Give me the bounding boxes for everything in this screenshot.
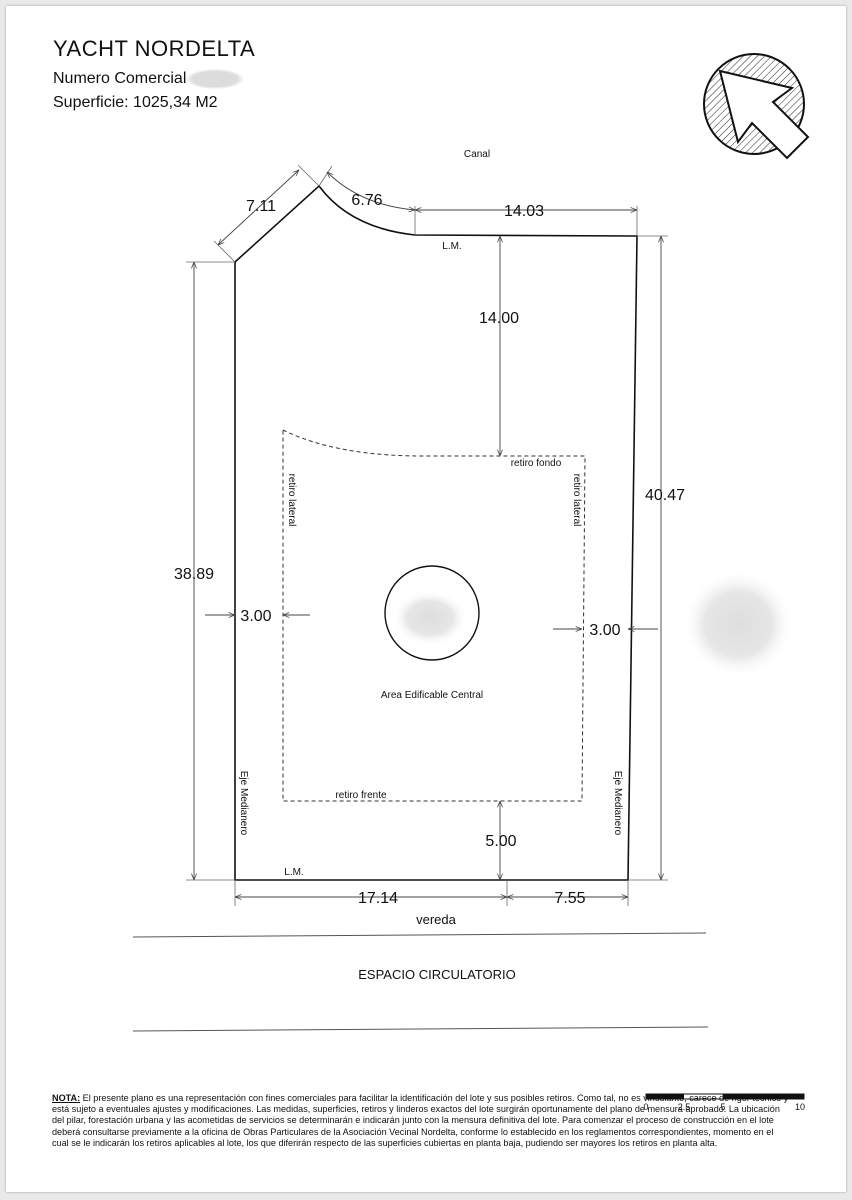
dim-right-side: 40.47 — [645, 487, 685, 504]
lot-boundary — [234, 184, 638, 881]
label-retiro-lateral-right: retiro lateral — [571, 474, 582, 527]
street-line-top — [132, 932, 707, 938]
note-label: NOTA: — [52, 1093, 81, 1103]
dim-left-side: 38.89 — [174, 566, 214, 583]
numero-comercial-label: Numero Comercial — [53, 70, 187, 88]
label-retiro-fondo: retiro fondo — [511, 458, 562, 469]
label-lm-top: L.M. — [442, 241, 461, 252]
buildable-area-boundary — [282, 429, 586, 802]
extension-lines — [186, 164, 668, 906]
lot-plan-drawing: 7.11 6.76 14.03 14.00 40.47 38.89 3.00 3… — [132, 53, 810, 1112]
label-eje-left: Eje Medianero — [238, 771, 249, 836]
dim-top-arc: 6.76 — [351, 192, 382, 209]
scale-tick-5: 5 — [720, 1102, 725, 1112]
dim-lateral-left: 3.00 — [240, 608, 271, 625]
redacted-right — [682, 570, 794, 678]
dim-top-right: 14.03 — [504, 203, 544, 220]
numero-comercial: Numero Comercial — [53, 69, 245, 89]
dim-bottom-left: 17.14 — [358, 890, 398, 907]
north-arrow-icon — [703, 53, 810, 160]
dimension-lines — [194, 170, 661, 897]
redacted-number — [186, 69, 245, 89]
label-retiro-lateral-left: retiro lateral — [286, 474, 297, 527]
label-eje-right: Eje Medianero — [612, 771, 623, 836]
note-text: El presente plano es una representación … — [52, 1093, 789, 1148]
scale-tick-0: 0 — [643, 1102, 648, 1112]
pillar-circle — [384, 565, 480, 661]
scale-tick-10: 10 — [795, 1102, 805, 1112]
label-lm-bottom: L.M. — [284, 867, 303, 878]
scale-bar — [645, 1093, 805, 1100]
plan-sheet: 7.11 6.76 14.03 14.00 40.47 38.89 3.00 3… — [6, 6, 846, 1192]
label-espacio-circulatorio: ESPACIO CIRCULATORIO — [358, 967, 515, 982]
superficie: Superficie: 1025,34 M2 — [53, 94, 218, 111]
dim-frente: 5.00 — [485, 833, 516, 850]
disclaimer-note: NOTA: El presente plano es una represent… — [52, 1093, 790, 1149]
label-vereda: vereda — [416, 912, 457, 927]
label-area-edificable: Area Edificable Central — [381, 690, 483, 701]
dim-bottom-right: 7.55 — [554, 890, 585, 907]
redacted-center — [392, 590, 468, 646]
label-canal: Canal — [464, 149, 490, 160]
street-line-bottom — [132, 1026, 709, 1032]
label-retiro-frente: retiro frente — [335, 790, 387, 801]
dim-top-left-side: 7.11 — [246, 198, 276, 215]
page-title: YACHT NORDELTA — [53, 36, 256, 61]
dim-lateral-right: 3.00 — [589, 622, 620, 639]
dim-retiro-fondo: 14.00 — [479, 310, 519, 327]
scale-tick-2-5: 2.5 — [678, 1102, 691, 1112]
